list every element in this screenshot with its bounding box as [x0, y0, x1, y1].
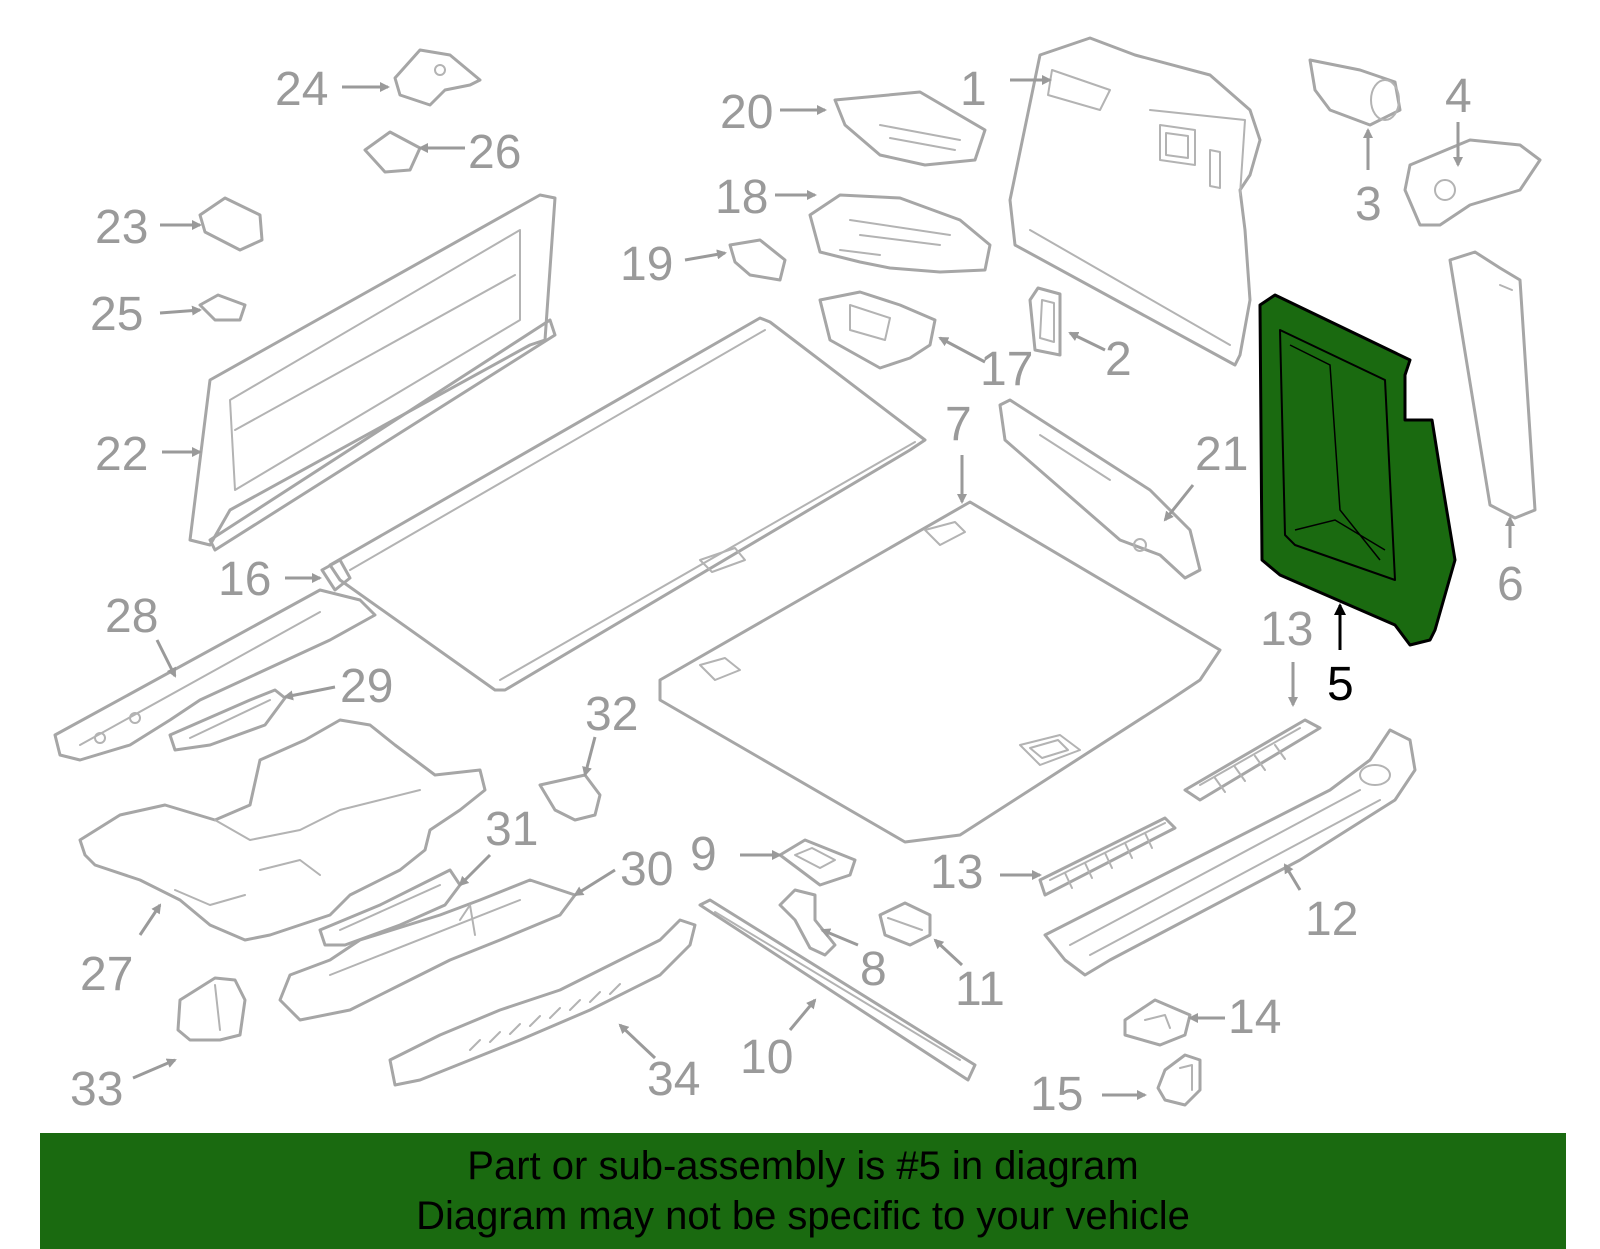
part-12-sill-plate	[1043, 728, 1417, 977]
part-24-bracket	[393, 48, 482, 107]
callout-15: 15	[1030, 1068, 1083, 1121]
callout-26: 26	[468, 126, 521, 179]
part-5-highlighted-trim-panel	[1258, 293, 1457, 647]
callout-4: 4	[1445, 70, 1472, 123]
callout-32: 32	[585, 688, 638, 741]
part-28-trim	[53, 588, 377, 762]
part-6-strip	[1448, 250, 1537, 520]
callout-27: 27	[80, 948, 133, 1001]
part-33-cover	[176, 976, 247, 1042]
callout-28: 28	[105, 590, 158, 643]
callout-17: 17	[980, 343, 1033, 396]
part-31-tray	[318, 868, 462, 947]
part-8-bracket	[778, 888, 837, 957]
info-banner: Part or sub-assembly is #5 in diagram Di…	[40, 1133, 1566, 1249]
part-34-trim	[388, 918, 697, 1087]
part-1-side-trim-panel	[1008, 36, 1262, 367]
callout-8: 8	[860, 943, 887, 996]
part-30-tray	[278, 878, 577, 1022]
part-25-clip	[198, 293, 247, 322]
part-2-clip	[1028, 286, 1062, 357]
callout-30: 30	[620, 843, 673, 896]
callout-29: 29	[340, 660, 393, 713]
banner-line-2: Diagram may not be specific to your vehi…	[416, 1194, 1190, 1238]
part-15-tie-down	[1156, 1053, 1202, 1107]
part-22-partition-net	[188, 193, 557, 552]
callout-18: 18	[715, 171, 768, 224]
callout-1: 1	[960, 63, 987, 116]
callout-3: 3	[1355, 178, 1382, 231]
part-17-bracket	[818, 290, 937, 370]
callout-7: 7	[945, 398, 972, 451]
callout-2: 2	[1105, 333, 1132, 386]
callout-11: 11	[955, 963, 1005, 1016]
part-27-storage-tray	[78, 718, 487, 942]
part-3-socket	[1308, 58, 1402, 127]
part-20-tray	[833, 90, 987, 167]
callout-14: 14	[1228, 991, 1281, 1044]
part-13-vent-upper	[1183, 718, 1322, 802]
callout-33: 33	[70, 1063, 123, 1116]
part-16-cargo-cover	[320, 316, 927, 692]
part-11-light	[878, 901, 932, 947]
part-14-cover	[1123, 998, 1192, 1047]
callout-13-lower: 13	[930, 846, 983, 899]
part-19-clip	[728, 238, 787, 282]
part-7-load-floor	[658, 500, 1222, 844]
callout-9: 9	[690, 828, 717, 881]
callout-31: 31	[485, 803, 538, 856]
part-9-hook	[778, 838, 857, 887]
callout-12: 12	[1305, 893, 1358, 946]
callout-25: 25	[90, 288, 143, 341]
part-10-rail	[698, 898, 977, 1082]
banner-line-1: Part or sub-assembly is #5 in diagram	[467, 1144, 1139, 1188]
part-4-handle	[1403, 138, 1542, 227]
part-18-cover	[808, 193, 992, 274]
callout-10: 10	[740, 1031, 793, 1084]
callout-labels: 1 2 3 4 5 6 7 8 9 10 11 12 13 13 14 15 1…	[70, 63, 1524, 1121]
part-32-bracket	[538, 773, 602, 822]
callout-21: 21	[1195, 428, 1248, 481]
part-26-clip	[363, 130, 422, 174]
leader-lines	[132, 75, 1515, 1100]
callout-23: 23	[95, 201, 148, 254]
callout-22: 22	[95, 428, 148, 481]
callout-20: 20	[720, 86, 773, 139]
part-13-vent-lower	[1038, 816, 1177, 897]
callout-16: 16	[218, 553, 271, 606]
part-29-trim	[168, 688, 287, 752]
part-21-rail	[998, 398, 1202, 580]
callout-5-highlighted: 5	[1327, 658, 1354, 711]
callout-24: 24	[275, 63, 328, 116]
callout-13-upper: 13	[1260, 603, 1313, 656]
part-23-bracket	[198, 196, 264, 252]
callout-19: 19	[620, 238, 673, 291]
callout-6: 6	[1497, 558, 1524, 611]
callout-34: 34	[647, 1053, 700, 1106]
